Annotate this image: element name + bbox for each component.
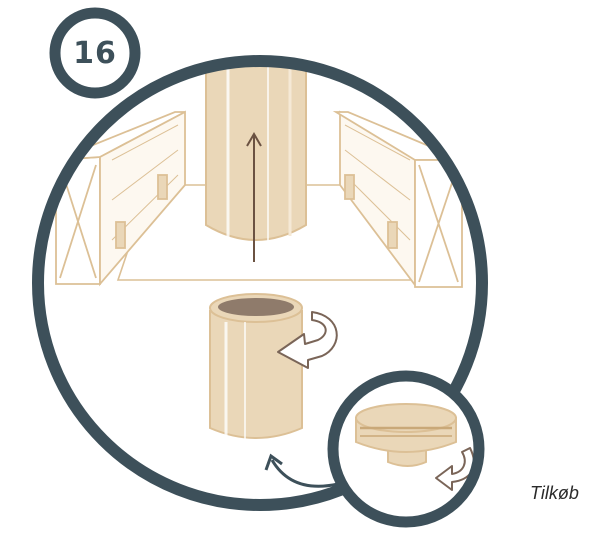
curved-arrow-icon [266, 456, 338, 486]
addon-label: Tilkøb [530, 483, 579, 504]
sleeve-tube [210, 294, 302, 440]
detail-zoom [333, 376, 479, 522]
post [206, 40, 306, 244]
step-number: 16 [60, 18, 130, 88]
